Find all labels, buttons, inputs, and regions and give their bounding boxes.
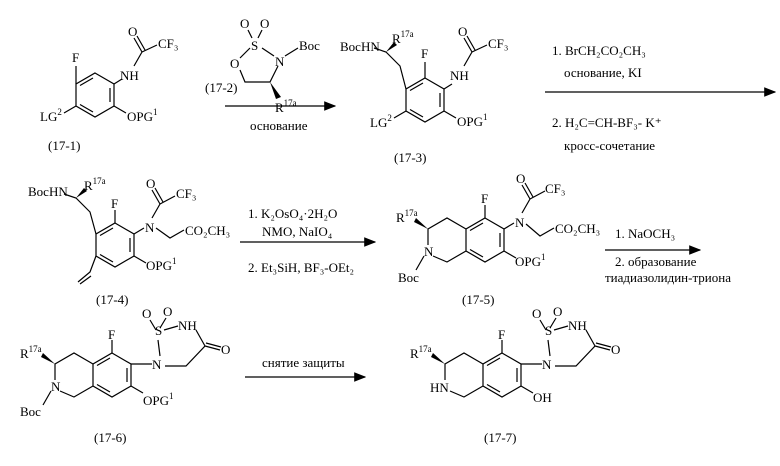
stereo-wedge: [41, 353, 55, 364]
group-boc: Boc: [299, 38, 320, 53]
step4-reagent-2: 2. образование: [615, 254, 697, 269]
atom-n2: N: [515, 215, 525, 230]
atom-nh: NH: [568, 318, 587, 333]
group-boc: Boc: [20, 404, 41, 419]
compound-label: (17-5): [462, 292, 495, 307]
compound-17-4: BocHN R17a F N O CF₃ CO₂CH₃ OPG1 (17-4): [28, 176, 230, 307]
atom-n: N: [145, 220, 155, 235]
step1-reagent: основание: [250, 118, 308, 133]
step3-reagent-3: 2. Et₃SiH, BF₃-OEt₂: [248, 260, 354, 275]
step2-reagent-1: 1. BrCH₂CO₂CH₃: [552, 43, 646, 58]
benzene-ring: [76, 73, 114, 117]
group-lg: LG2: [370, 113, 392, 130]
atom-o1: O: [240, 16, 249, 31]
group-bochn: BocHN: [340, 39, 380, 54]
atom-n2: N: [542, 357, 552, 372]
atom-f: F: [421, 46, 428, 61]
group-opg: OPG1: [515, 252, 546, 269]
group-opg: OPG1: [143, 391, 174, 408]
group-co2ch3: CO₂CH₃: [555, 221, 600, 236]
step5-reagent: снятие защиты: [262, 355, 345, 370]
compound-17-7: R17a HN F N S O O NH O OH (17-7): [410, 304, 620, 445]
compound-label: (17-7): [484, 430, 517, 445]
group-lg: LG2: [40, 107, 62, 124]
atom-nh: NH: [178, 318, 197, 333]
atom-o2: O: [553, 304, 562, 319]
thiadiazolidine-ring: [502, 318, 611, 393]
atom-nh: NH: [120, 68, 139, 83]
atom-n: N: [51, 379, 61, 394]
atom-o: O: [458, 24, 467, 39]
atom-o-ring: O: [230, 56, 239, 71]
compound-label: (17-6): [94, 430, 127, 445]
compound-17-2: S O N Boc O O R17a (17-2): [205, 16, 320, 115]
bicyclic-core: [55, 353, 131, 397]
group-boc: Boc: [398, 270, 419, 285]
compound-label: (17-3): [394, 150, 427, 165]
compound-17-3: BocHN R17a F NH O CF₃ OPG1 LG2 (17-3): [340, 24, 508, 165]
bicyclic-core: [445, 353, 521, 397]
atom-o3: O: [221, 342, 230, 357]
group-cf3: CF₃: [176, 186, 196, 201]
atom-f: F: [111, 196, 118, 211]
compound-17-6: R17a N Boc F N S O O NH O OPG1 (17-6): [20, 304, 230, 445]
step4-reagent-1: 1. NaOCH₃: [615, 226, 675, 241]
group-opg: OPG1: [146, 256, 177, 273]
sultam-ring: [240, 30, 298, 82]
compound-label: (17-4): [96, 292, 129, 307]
group-bochn: BocHN: [28, 184, 68, 199]
group-r17a: R17a: [396, 208, 418, 225]
atom-n: N: [424, 244, 434, 259]
atom-s: S: [251, 38, 258, 53]
atom-n2: N: [152, 357, 162, 372]
group-opg: OPG1: [127, 107, 158, 124]
stereo-wedge: [270, 82, 281, 99]
atom-o2: O: [260, 16, 269, 31]
group-cf3: CF₃: [158, 36, 178, 51]
atom-o: O: [516, 171, 525, 186]
stereo-wedge: [414, 218, 428, 229]
atom-o3: O: [611, 342, 620, 357]
atom-n: N: [275, 54, 285, 69]
atom-f: F: [498, 327, 505, 342]
atom-f: F: [108, 327, 115, 342]
group-cf3: CF₃: [545, 181, 565, 196]
group-r17a: R17a: [84, 176, 106, 193]
atom-f: F: [72, 50, 79, 65]
atom-o1: O: [142, 306, 151, 321]
group-cf3: CF₃: [488, 36, 508, 51]
compound-label: (17-2): [205, 80, 238, 95]
benzene-ring: [406, 78, 444, 122]
compound-17-5: R17a N Boc F N O CF₃ CO₂CH₃ OPG1 (17-5): [396, 171, 600, 307]
group-r17a: R17a: [410, 344, 432, 361]
tetrahydroisoquinoline-rings: [428, 218, 504, 262]
atom-o: O: [128, 24, 137, 39]
group-co2ch3: CO₂CH₃: [185, 223, 230, 238]
atom-f: F: [481, 191, 488, 206]
atom-s: S: [155, 323, 162, 338]
atom-s: S: [545, 323, 552, 338]
atom-o2: O: [163, 304, 172, 319]
compound-label: (17-1): [48, 138, 81, 153]
step4-reagent-3: тиадиазолидин-триона: [605, 270, 731, 285]
atom-o: O: [146, 176, 155, 191]
atom-nh: NH: [450, 68, 469, 83]
step3-reagent-2: NMO, NaIO₄: [262, 224, 333, 239]
stereo-wedge: [431, 353, 445, 364]
step2-reagent-3: 2. H₂C=CH-BF₃- K⁺: [552, 115, 662, 130]
group-r17a: R17a: [392, 29, 414, 46]
group-oh: OH: [533, 390, 552, 405]
step2-reagent-2: основание, KI: [564, 65, 642, 80]
step2-reagent-4: кросс-сочетание: [564, 138, 655, 153]
atom-o1: O: [532, 306, 541, 321]
compound-17-1: F NH O CF₃ OPG1 LG2 (17-1): [40, 24, 178, 153]
step3-reagent-1: 1. K₂OsO₄·2H₂O: [248, 206, 337, 221]
atom-hn: HN: [430, 380, 449, 395]
group-r17a: R17a: [20, 344, 42, 361]
benzene-ring: [96, 223, 134, 267]
group-opg: OPG1: [457, 112, 488, 129]
